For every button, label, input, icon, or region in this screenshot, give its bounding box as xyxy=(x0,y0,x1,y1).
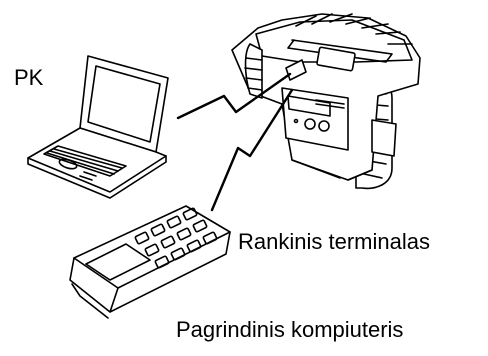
printer-side-clip xyxy=(372,120,396,156)
wireless-link-handheld xyxy=(212,90,292,210)
printer-top-ridges xyxy=(296,14,412,44)
printer-left-handle xyxy=(246,44,263,98)
host-computer-label: Pagrindinis kompiuteris xyxy=(176,317,404,342)
printer-icon xyxy=(232,14,420,188)
handheld-keypad xyxy=(135,208,217,268)
printer-led xyxy=(295,120,298,123)
handheld-body xyxy=(74,206,230,288)
handheld-screen xyxy=(86,244,150,280)
laptop-screen xyxy=(88,66,160,142)
handheld-side xyxy=(70,232,230,312)
handheld-terminal-icon xyxy=(70,206,230,318)
laptop-touchpad xyxy=(58,157,78,170)
printer-left-handle-ribs xyxy=(245,58,262,90)
pc-label: PK xyxy=(14,65,44,90)
printer-button xyxy=(319,121,329,131)
handheld-terminal-label: Rankinis terminalas xyxy=(238,229,430,254)
handheld-front-lip xyxy=(72,284,108,318)
laptop-base-front xyxy=(28,156,166,198)
laptop-keyboard xyxy=(44,146,126,176)
laptop-touchpad-buttons xyxy=(80,172,96,180)
printer-roller xyxy=(317,47,356,71)
wireless-link-laptop xyxy=(178,74,290,118)
printer-button xyxy=(305,119,315,129)
printer-lower-edge xyxy=(292,160,372,180)
laptop-base xyxy=(28,128,166,192)
printer-vent-lines xyxy=(316,100,344,108)
laptop-keyboard-rows xyxy=(47,149,122,174)
laptop-icon xyxy=(28,56,168,198)
